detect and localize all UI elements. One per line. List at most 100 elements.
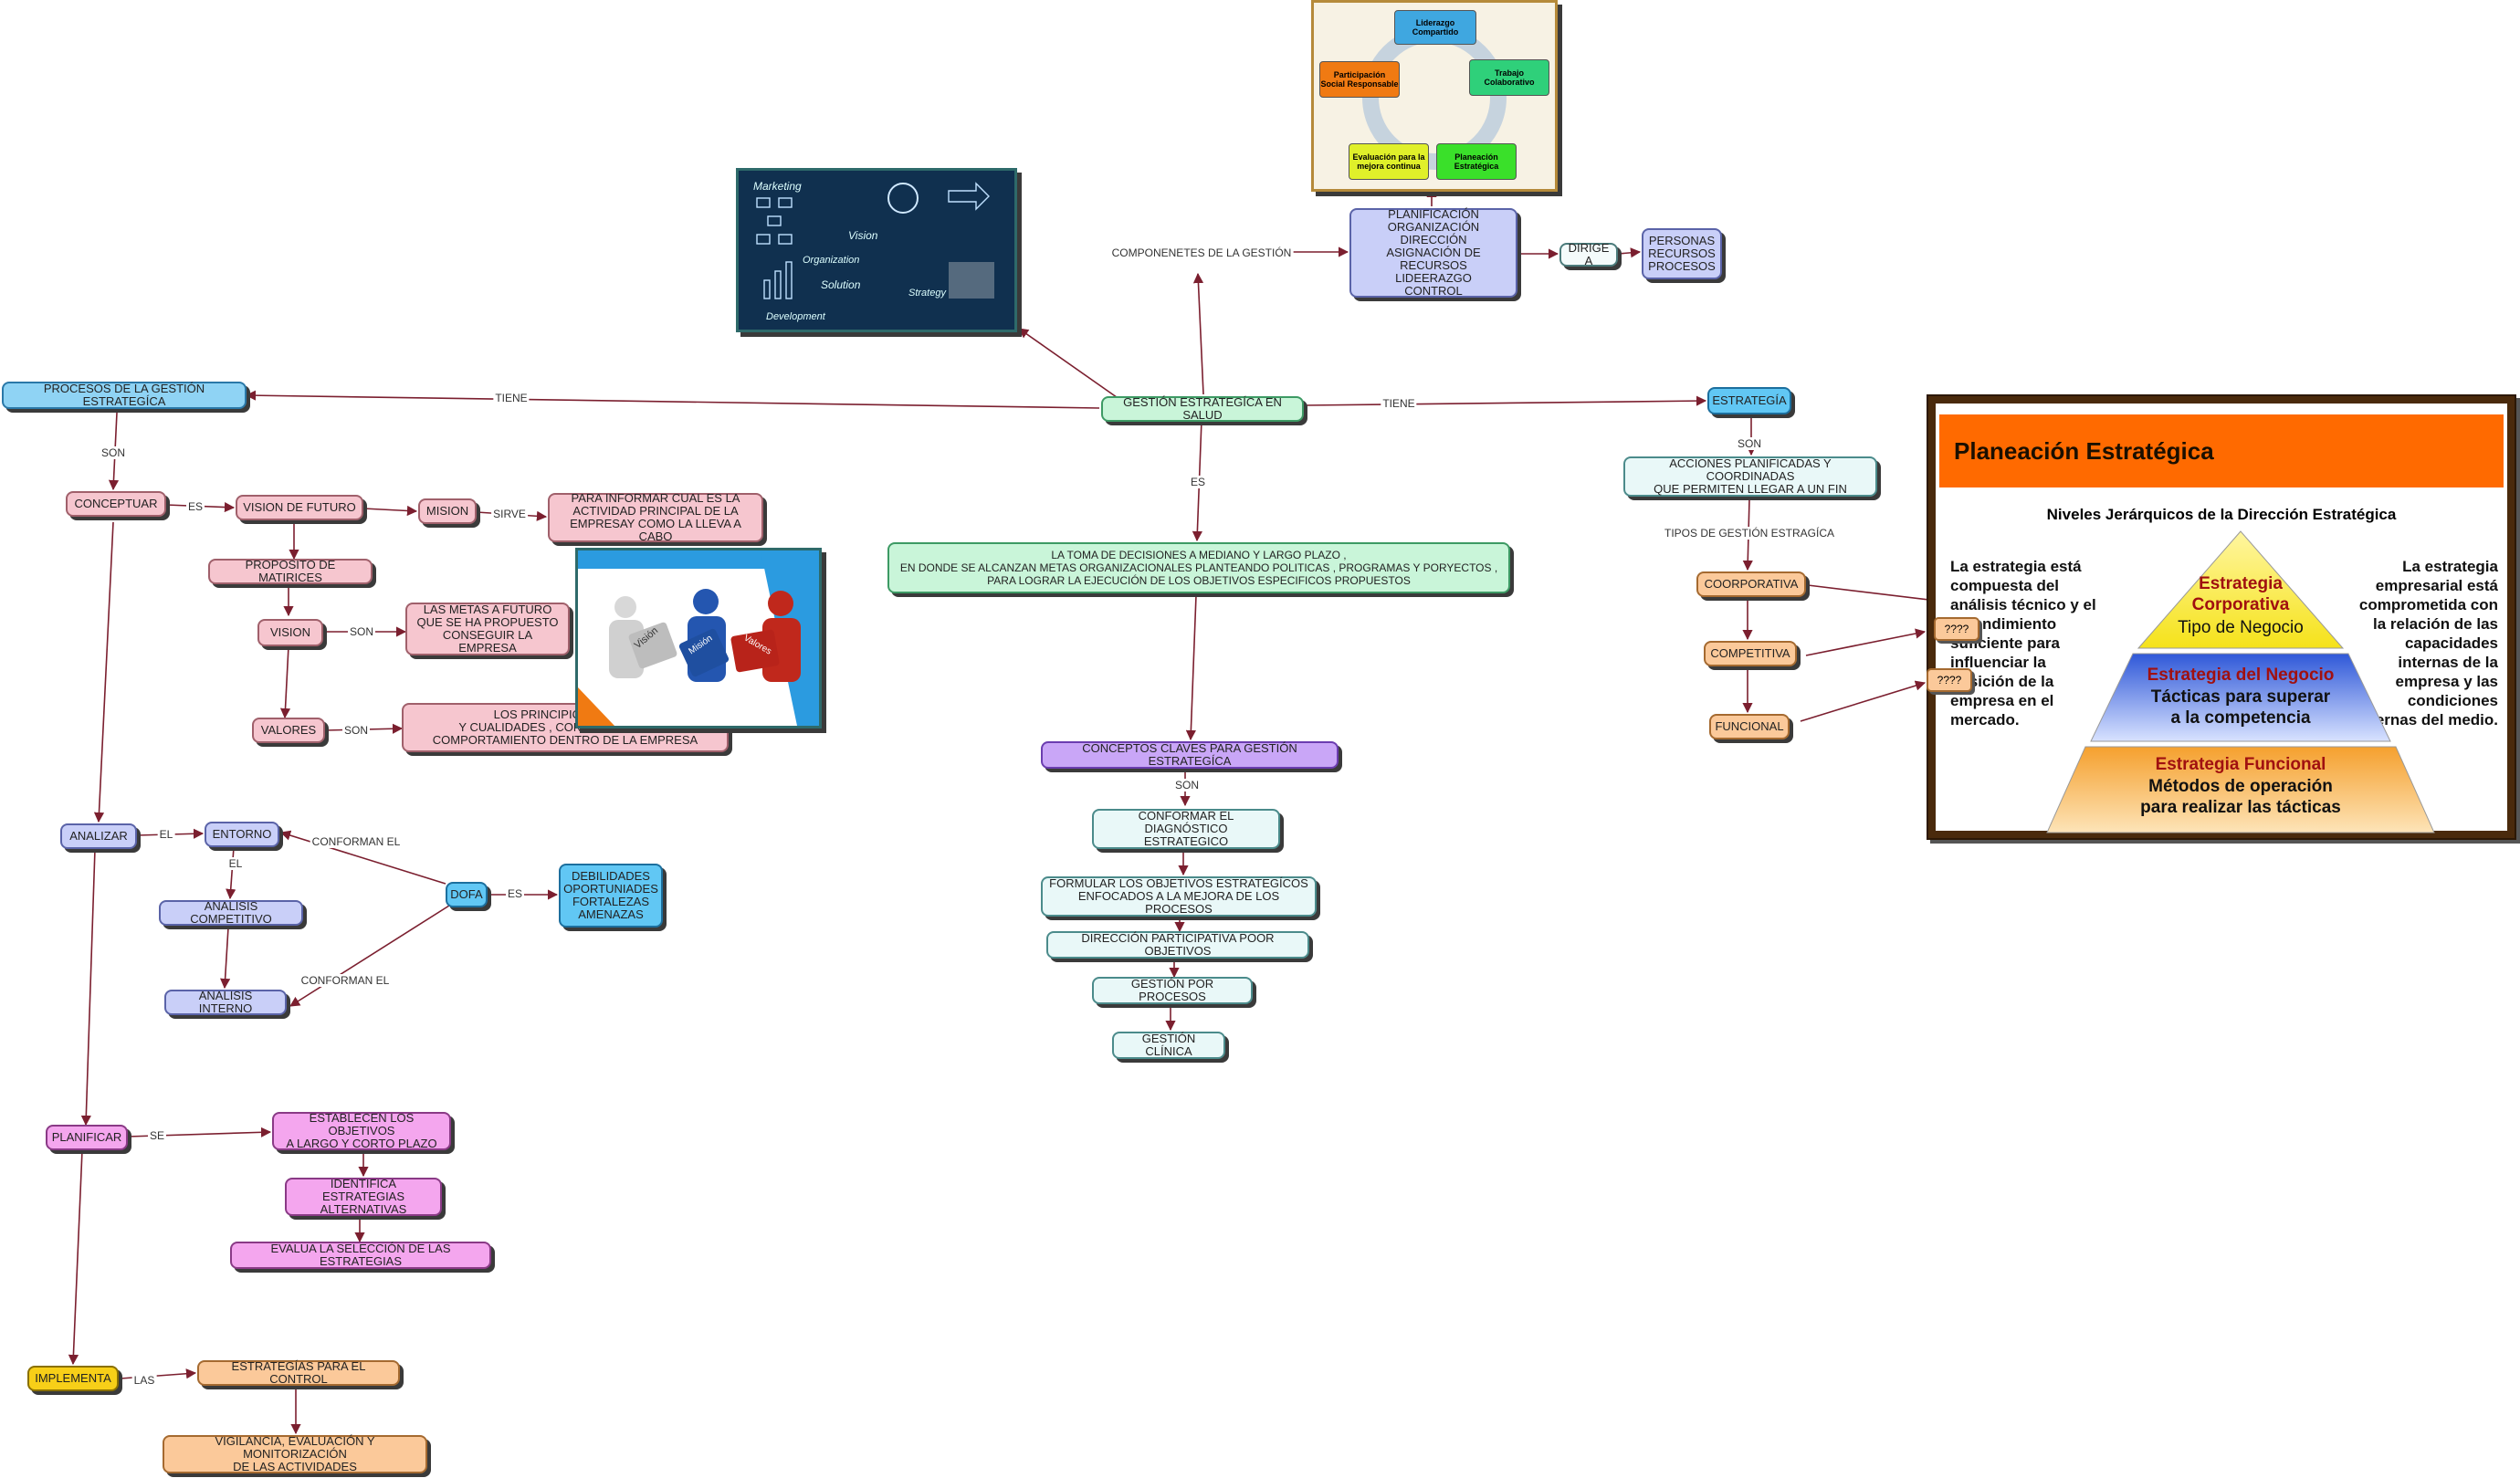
pyramid-tier-funcional — [2046, 746, 2435, 833]
dofa-node[interactable]: DOFA — [446, 882, 488, 907]
link-label-conforman: CONFORMAN EL — [310, 835, 403, 848]
link-visionn-valores — [279, 645, 291, 719]
link-funcional-pe — [1800, 680, 1927, 722]
link-label-son: SON — [99, 446, 128, 459]
tier2-subtitle: Tácticas para superar a la competencia — [2150, 687, 2331, 728]
vision-futuro-node[interactable]: VISION DE FUTURO — [236, 495, 363, 520]
proposito-node[interactable]: PROPOSITO DE MATIRICES — [208, 559, 373, 584]
link-conceptuar-analizar — [93, 521, 114, 823]
link-gestion-procesos — [245, 390, 1100, 409]
cycle-trabajo: Trabajo Colaborativo — [1469, 59, 1549, 96]
photo-word-solution: Solution — [821, 278, 861, 291]
planificar-node[interactable]: PLANIFICAR — [46, 1125, 128, 1150]
conceptos-node[interactable]: CONCEPTOS CLAVES PARA GESTIÓN ESTRATEGÍC… — [1041, 741, 1339, 769]
competitiva-node[interactable]: COMPETITIVA — [1704, 641, 1797, 666]
gestion-procesos-node[interactable]: GESTIÓN POR PROCESOS — [1092, 977, 1253, 1004]
dirige-node[interactable]: DIRIGE A — [1559, 242, 1618, 267]
funcional-node[interactable]: FUNCIONAL — [1709, 714, 1790, 739]
tier1-title: Estrategia Corporativa — [2191, 574, 2290, 614]
analizar-node[interactable]: ANALIZAR — [60, 823, 137, 849]
link-dofa-entorno — [279, 830, 446, 885]
toma-decisiones-node[interactable]: LA TOMA DE DECISIONES A MEDIANO Y LARGO … — [887, 542, 1510, 593]
photo-word-strategy: Strategy — [908, 288, 946, 299]
link-competitiva-pe — [1805, 628, 1927, 656]
link-label-son: SON — [1172, 779, 1202, 791]
link-label-el: EL — [226, 857, 245, 870]
photo-word-marketing: Marketing — [753, 180, 802, 193]
analisis-interno-node[interactable]: ANALISIS INTERNO — [164, 990, 287, 1015]
vision-node[interactable]: VISION — [257, 619, 323, 646]
estrategia-node[interactable]: ESTRATEGÍA — [1707, 387, 1791, 414]
componentes-node[interactable]: PLANIFICACIÓN ORGANIZACIÓN DIRECCIÓN ASI… — [1349, 208, 1517, 298]
puzzle-photo: Visión Misión Valores — [575, 548, 822, 729]
pyramid — [2046, 530, 2435, 833]
planeacion-panel: Planeación Estratégica Niveles Jerárquic… — [1927, 394, 2516, 840]
question-badge[interactable]: ???? — [1934, 617, 1979, 641]
link-label-es: ES — [185, 500, 205, 513]
link-dofa-interno — [289, 905, 450, 1007]
photo-word-vision: Vision — [848, 229, 878, 242]
link-analizar-planificar — [80, 848, 96, 1127]
implementa-node[interactable]: IMPLEMENTA — [27, 1366, 119, 1391]
cycle-diagram-image: Liderazgo Compartido Trabajo Colaborativ… — [1311, 0, 1558, 192]
strategy-photo: Marketing Vision Organization Solution S… — [736, 168, 1017, 332]
cycle-participacion: Participación Social Responsable — [1319, 61, 1400, 98]
link-label-son: SON — [347, 625, 376, 638]
question-badge[interactable]: ???? — [1927, 668, 1972, 692]
dofa-description[interactable]: DEBILIDADES OPORTUNIADES FORTALEZAS AMEN… — [559, 864, 663, 928]
gestion-estrategica-node[interactable]: GESTIÓN ESTRATEGÍCA EN SALUD — [1101, 396, 1304, 422]
link-label-tiene: TIENE — [1381, 397, 1417, 410]
cycle-evaluacion: Evaluación para la mejora continua — [1349, 143, 1429, 180]
estrategias-control-node[interactable]: ESTRATEGÍAS PARA EL CONTROL — [197, 1360, 400, 1386]
link-label-sirve: SIRVE — [491, 508, 528, 520]
link-label-tiene: TIENE — [493, 392, 530, 404]
link-dirige-personas — [1617, 247, 1642, 258]
planeacion-right-text: La estrategia empresarial está compromet… — [2353, 558, 2498, 729]
pyramid-tier-corporativa — [2137, 530, 2345, 649]
link-planificar-implementa — [68, 1149, 83, 1366]
link-label-el: EL — [157, 828, 175, 841]
link-toma-conceptos — [1185, 594, 1197, 741]
link-label-son: SON — [1735, 437, 1764, 450]
establecen-node[interactable]: ESTABLECEN LOS OBJETIVOS A LARGO Y CORTO… — [272, 1112, 451, 1150]
acciones-node[interactable]: ACCIONES PLANIFICADAS Y COORDINADAS QUE … — [1623, 456, 1877, 497]
link-label-es: ES — [505, 887, 525, 900]
mision-description[interactable]: PARA INFORMAR CUAL ES LA ACTIVIDAD PRINC… — [548, 492, 763, 543]
entorno-node[interactable]: ENTORNO — [205, 822, 279, 847]
coorporativa-node[interactable]: COORPORATIVA — [1696, 571, 1806, 597]
direccion-participativa-node[interactable]: DIRECCIÓN PARTICIPATIVA POOR OBJETIVOS — [1046, 931, 1309, 959]
planeacion-title: Planeación Estratégica — [1939, 414, 2504, 487]
evalua-node[interactable]: EVALUA LA SELECCIÓN DE LAS ESTRATEGIAS — [230, 1242, 491, 1269]
conformar-node[interactable]: CONFORMAR EL DIAGNÓSTICO ESTRATEGICO — [1092, 809, 1280, 849]
link-label-componenetes: COMPONENETES DE LA GESTIÓN — [1109, 246, 1294, 259]
link-label-las: LAS — [131, 1374, 157, 1387]
link-gestion-estrategia — [1305, 395, 1707, 406]
conceptuar-node[interactable]: CONCEPTUAR — [66, 491, 166, 517]
planeacion-subtitle: Niveles Jerárquicos de la Dirección Estr… — [2046, 506, 2397, 523]
link-label-tipos: TIPOS DE GESTIÓN ESTRAGÍCA — [1662, 527, 1837, 540]
photo-word-development: Development — [766, 311, 825, 322]
link-label-conforman: CONFORMAN EL — [299, 974, 392, 987]
cycle-liderazgo: Liderazgo Compartido — [1394, 10, 1476, 45]
mision-node[interactable]: MISION — [418, 498, 477, 524]
tier2-title: Estrategia del Negocio — [2147, 666, 2335, 685]
tier1-subtitle: Tipo de Negocio — [2178, 618, 2304, 637]
identifica-node[interactable]: IDENTIFICA ESTRATEGIAS ALTERNATIVAS — [285, 1178, 442, 1216]
gestion-clinica-node[interactable]: GESTIÓN CLÍNICA — [1112, 1032, 1225, 1059]
link-competitivo-interno — [220, 927, 231, 990]
procesos-node[interactable]: PROCESOS DE LA GESTIÓN ESTRATEGÍCA — [2, 382, 247, 409]
link-label-es: ES — [1188, 476, 1208, 488]
link-gestion-photo — [1018, 328, 1124, 403]
vigilancia-node[interactable]: VIGILANCIA, EVALUACIÓN Y MONITORIZACIÓN … — [163, 1435, 427, 1473]
photo-word-organization: Organization — [803, 255, 860, 266]
analisis-competitivo-node[interactable]: ANALISIS COMPETITIVO — [159, 900, 303, 926]
cycle-planeacion: Planeación Estratégica — [1436, 143, 1517, 180]
formular-node[interactable]: FORMULAR LOS OBJETIVOS ESTRATEGÍCOS ENFO… — [1041, 876, 1317, 917]
link-label-son: SON — [341, 724, 371, 737]
vision-description[interactable]: LAS METAS A FUTURO QUE SE HA PROPUESTO C… — [405, 603, 570, 655]
personas-node[interactable]: PERSONAS RECURSOS PROCESOS — [1642, 228, 1722, 279]
link-entorno-competitivo — [226, 846, 236, 900]
valores-node[interactable]: VALORES — [252, 718, 325, 743]
tier3-title: Estrategia Funcional — [2155, 755, 2326, 774]
link-vision-mision — [362, 505, 418, 517]
